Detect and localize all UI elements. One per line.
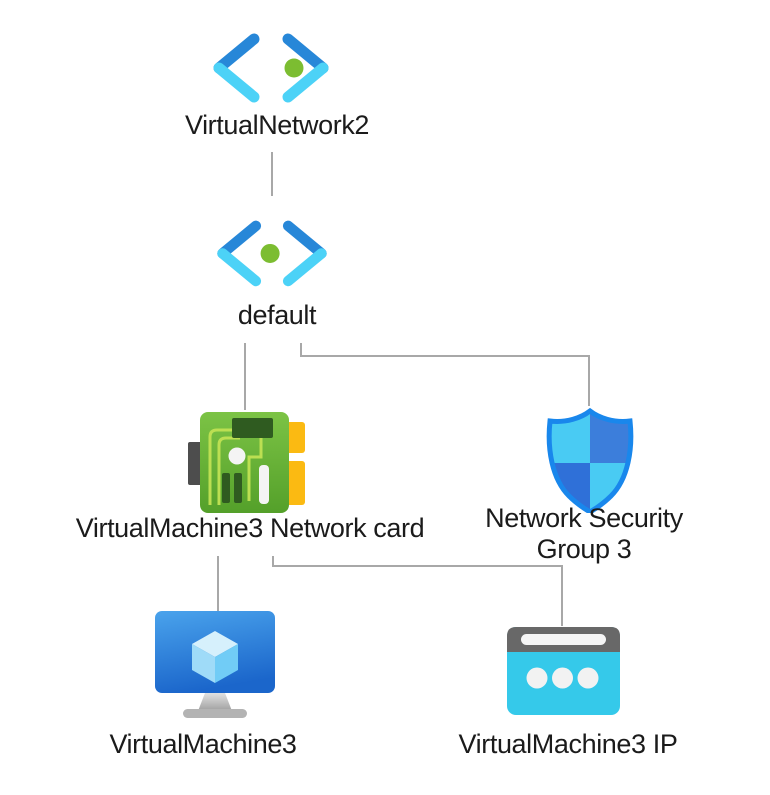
- virtual-machine-label: VirtualMachine3: [109, 729, 297, 759]
- node-virtual-machine[interactable]: [153, 611, 277, 719]
- node-network-card[interactable]: [188, 410, 305, 515]
- node-network-security-group[interactable]: [542, 407, 638, 515]
- virtual-network-icon: [210, 33, 332, 107]
- virtual-machine-icon: [153, 611, 277, 723]
- shield-icon: [542, 407, 638, 517]
- node-virtual-network[interactable]: [210, 31, 332, 103]
- network-interface-icon: [188, 412, 305, 519]
- network-card-label: VirtualMachine3 Network card: [75, 513, 425, 543]
- public-ip-icon: [507, 627, 620, 719]
- node-public-ip[interactable]: [507, 627, 620, 715]
- virtual-network-label: VirtualNetwork2: [184, 110, 370, 140]
- public-ip-label: VirtualMachine3 IP: [458, 729, 678, 759]
- network-security-group-label: Network Security Group 3: [485, 503, 683, 564]
- node-subnet[interactable]: [214, 218, 330, 287]
- edge-network-card-public-ip: [272, 556, 563, 626]
- subnet-icon: [214, 220, 330, 291]
- subnet-label: default: [237, 300, 317, 330]
- edge-default-nsg: [300, 343, 590, 406]
